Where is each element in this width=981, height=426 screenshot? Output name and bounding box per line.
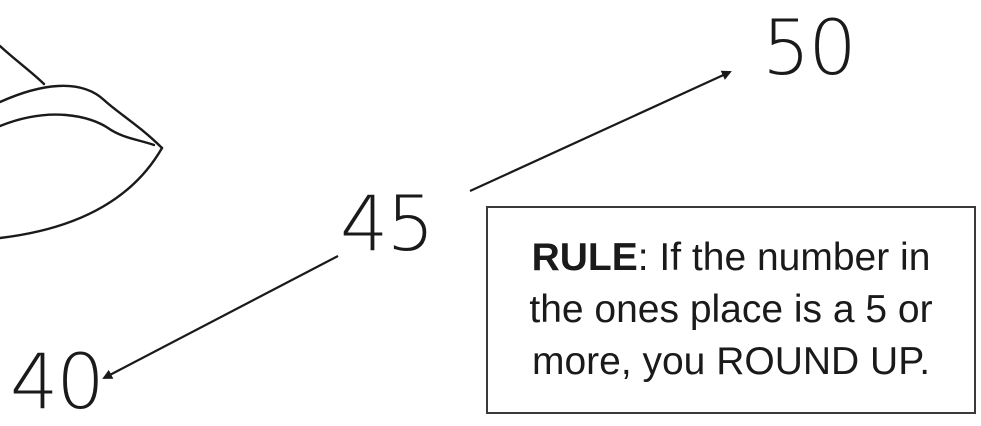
hill-sketch-wave — [0, 84, 164, 150]
rule-label: RULE — [531, 236, 638, 280]
rule-line-2: the ones place is a 5 or — [529, 288, 933, 332]
number-50: 50 — [762, 3, 857, 92]
rule-line-3: more, you ROUND UP. — [531, 339, 931, 383]
hill-sketch-top-line — [0, 44, 46, 86]
number-45: 45 — [340, 179, 435, 268]
hill-sketch-bottom-curve — [0, 146, 164, 240]
rule-box: RULE: If the number in the ones place is… — [486, 206, 976, 414]
hill-sketch-inner-curve — [0, 113, 156, 147]
arrow-to-40 — [102, 255, 339, 379]
rule-line-1-text: : If the number in — [637, 236, 931, 280]
hill-sketch — [0, 44, 164, 240]
rule-line-1: RULE: If the number in — [532, 232, 931, 284]
number-40: 40 — [10, 337, 105, 426]
arrow-to-50 — [469, 70, 732, 193]
